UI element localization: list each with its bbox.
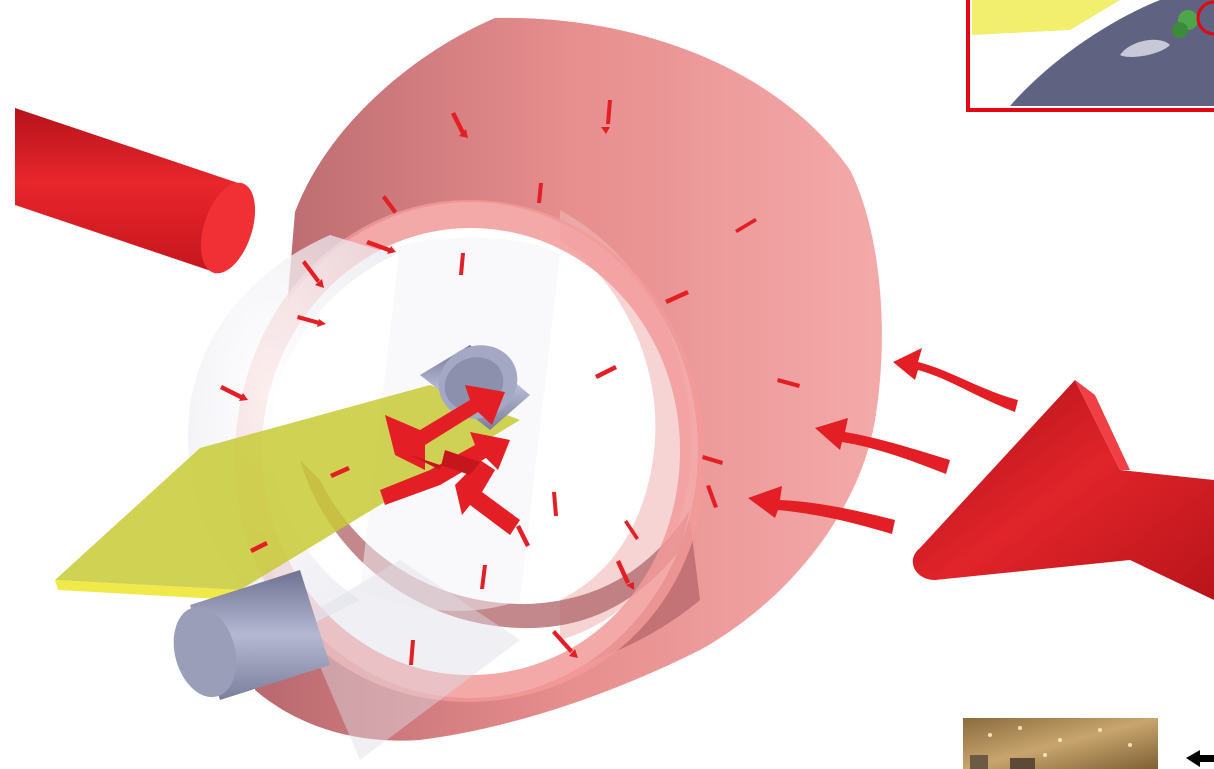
feed-tube [15, 108, 265, 280]
inset-detail [968, 0, 1214, 110]
photo-thumbnail [963, 718, 1158, 769]
curved-arrow-icon [893, 348, 1018, 412]
arrow-left-icon [1186, 750, 1214, 767]
nozzle [913, 380, 1214, 600]
